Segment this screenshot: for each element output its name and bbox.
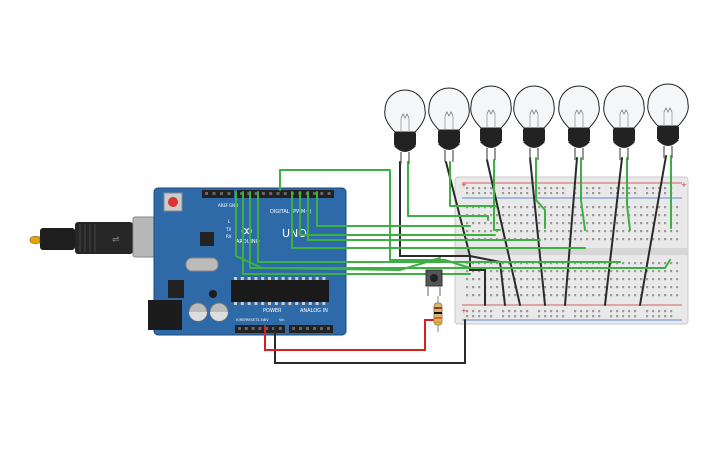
- crystal: [185, 257, 219, 272]
- aref-label: AREF: [218, 203, 229, 208]
- power-label: POWER: [263, 308, 282, 314]
- analog-header: [289, 325, 333, 333]
- brand-label: ARDUINO: [236, 239, 260, 245]
- push-button-icon[interactable]: [425, 269, 443, 296]
- wires-green[interactable]: [235, 155, 672, 275]
- light-bulb-icon[interactable]: [470, 85, 512, 160]
- light-bulb-icon[interactable]: [428, 87, 470, 162]
- analog-label: ANALOG IN: [300, 308, 328, 314]
- gnd-label: GND: [229, 203, 238, 208]
- usb-cable-icon[interactable]: ⇌: [29, 216, 172, 258]
- light-bulb-icon[interactable]: [603, 85, 645, 160]
- usb-chip: [200, 232, 214, 246]
- wires-red[interactable]: [264, 319, 439, 351]
- light-bulb-icon[interactable]: [384, 89, 426, 164]
- rail-plus-label: +: [461, 181, 467, 189]
- rail-plus-label-bottom: +: [461, 307, 467, 315]
- resistor-icon[interactable]: [433, 296, 443, 332]
- vin-label: Vin: [279, 318, 285, 322]
- v33-label: 3.3V: [257, 318, 266, 322]
- breadboard[interactable]: + + +: [454, 176, 689, 325]
- tx-label: TX: [225, 227, 231, 232]
- voltage-regulator: [168, 280, 184, 298]
- rx-label: RX: [226, 234, 232, 239]
- arduino-logo-icon: ∞: [240, 221, 253, 240]
- uno-logo-text: UNO: [282, 227, 307, 240]
- power-jack: [148, 300, 182, 330]
- light-bulbs[interactable]: [384, 83, 689, 164]
- light-bulb-icon[interactable]: [558, 85, 600, 160]
- light-bulb-icon[interactable]: [647, 83, 689, 158]
- light-bulb-icon[interactable]: [513, 85, 555, 160]
- svg-text:⇌: ⇌: [112, 235, 120, 245]
- header-top-left: [202, 190, 234, 198]
- reset-label: RESET: [246, 318, 258, 322]
- l-led-label: L: [228, 219, 231, 224]
- ioref-label: IOREF: [236, 318, 246, 322]
- atmega-chip: [231, 280, 329, 302]
- rail-plus-label-right: +: [681, 181, 687, 189]
- digital-label: DIGITAL (PWM~): [270, 209, 312, 215]
- v5-label: 5V: [264, 318, 269, 322]
